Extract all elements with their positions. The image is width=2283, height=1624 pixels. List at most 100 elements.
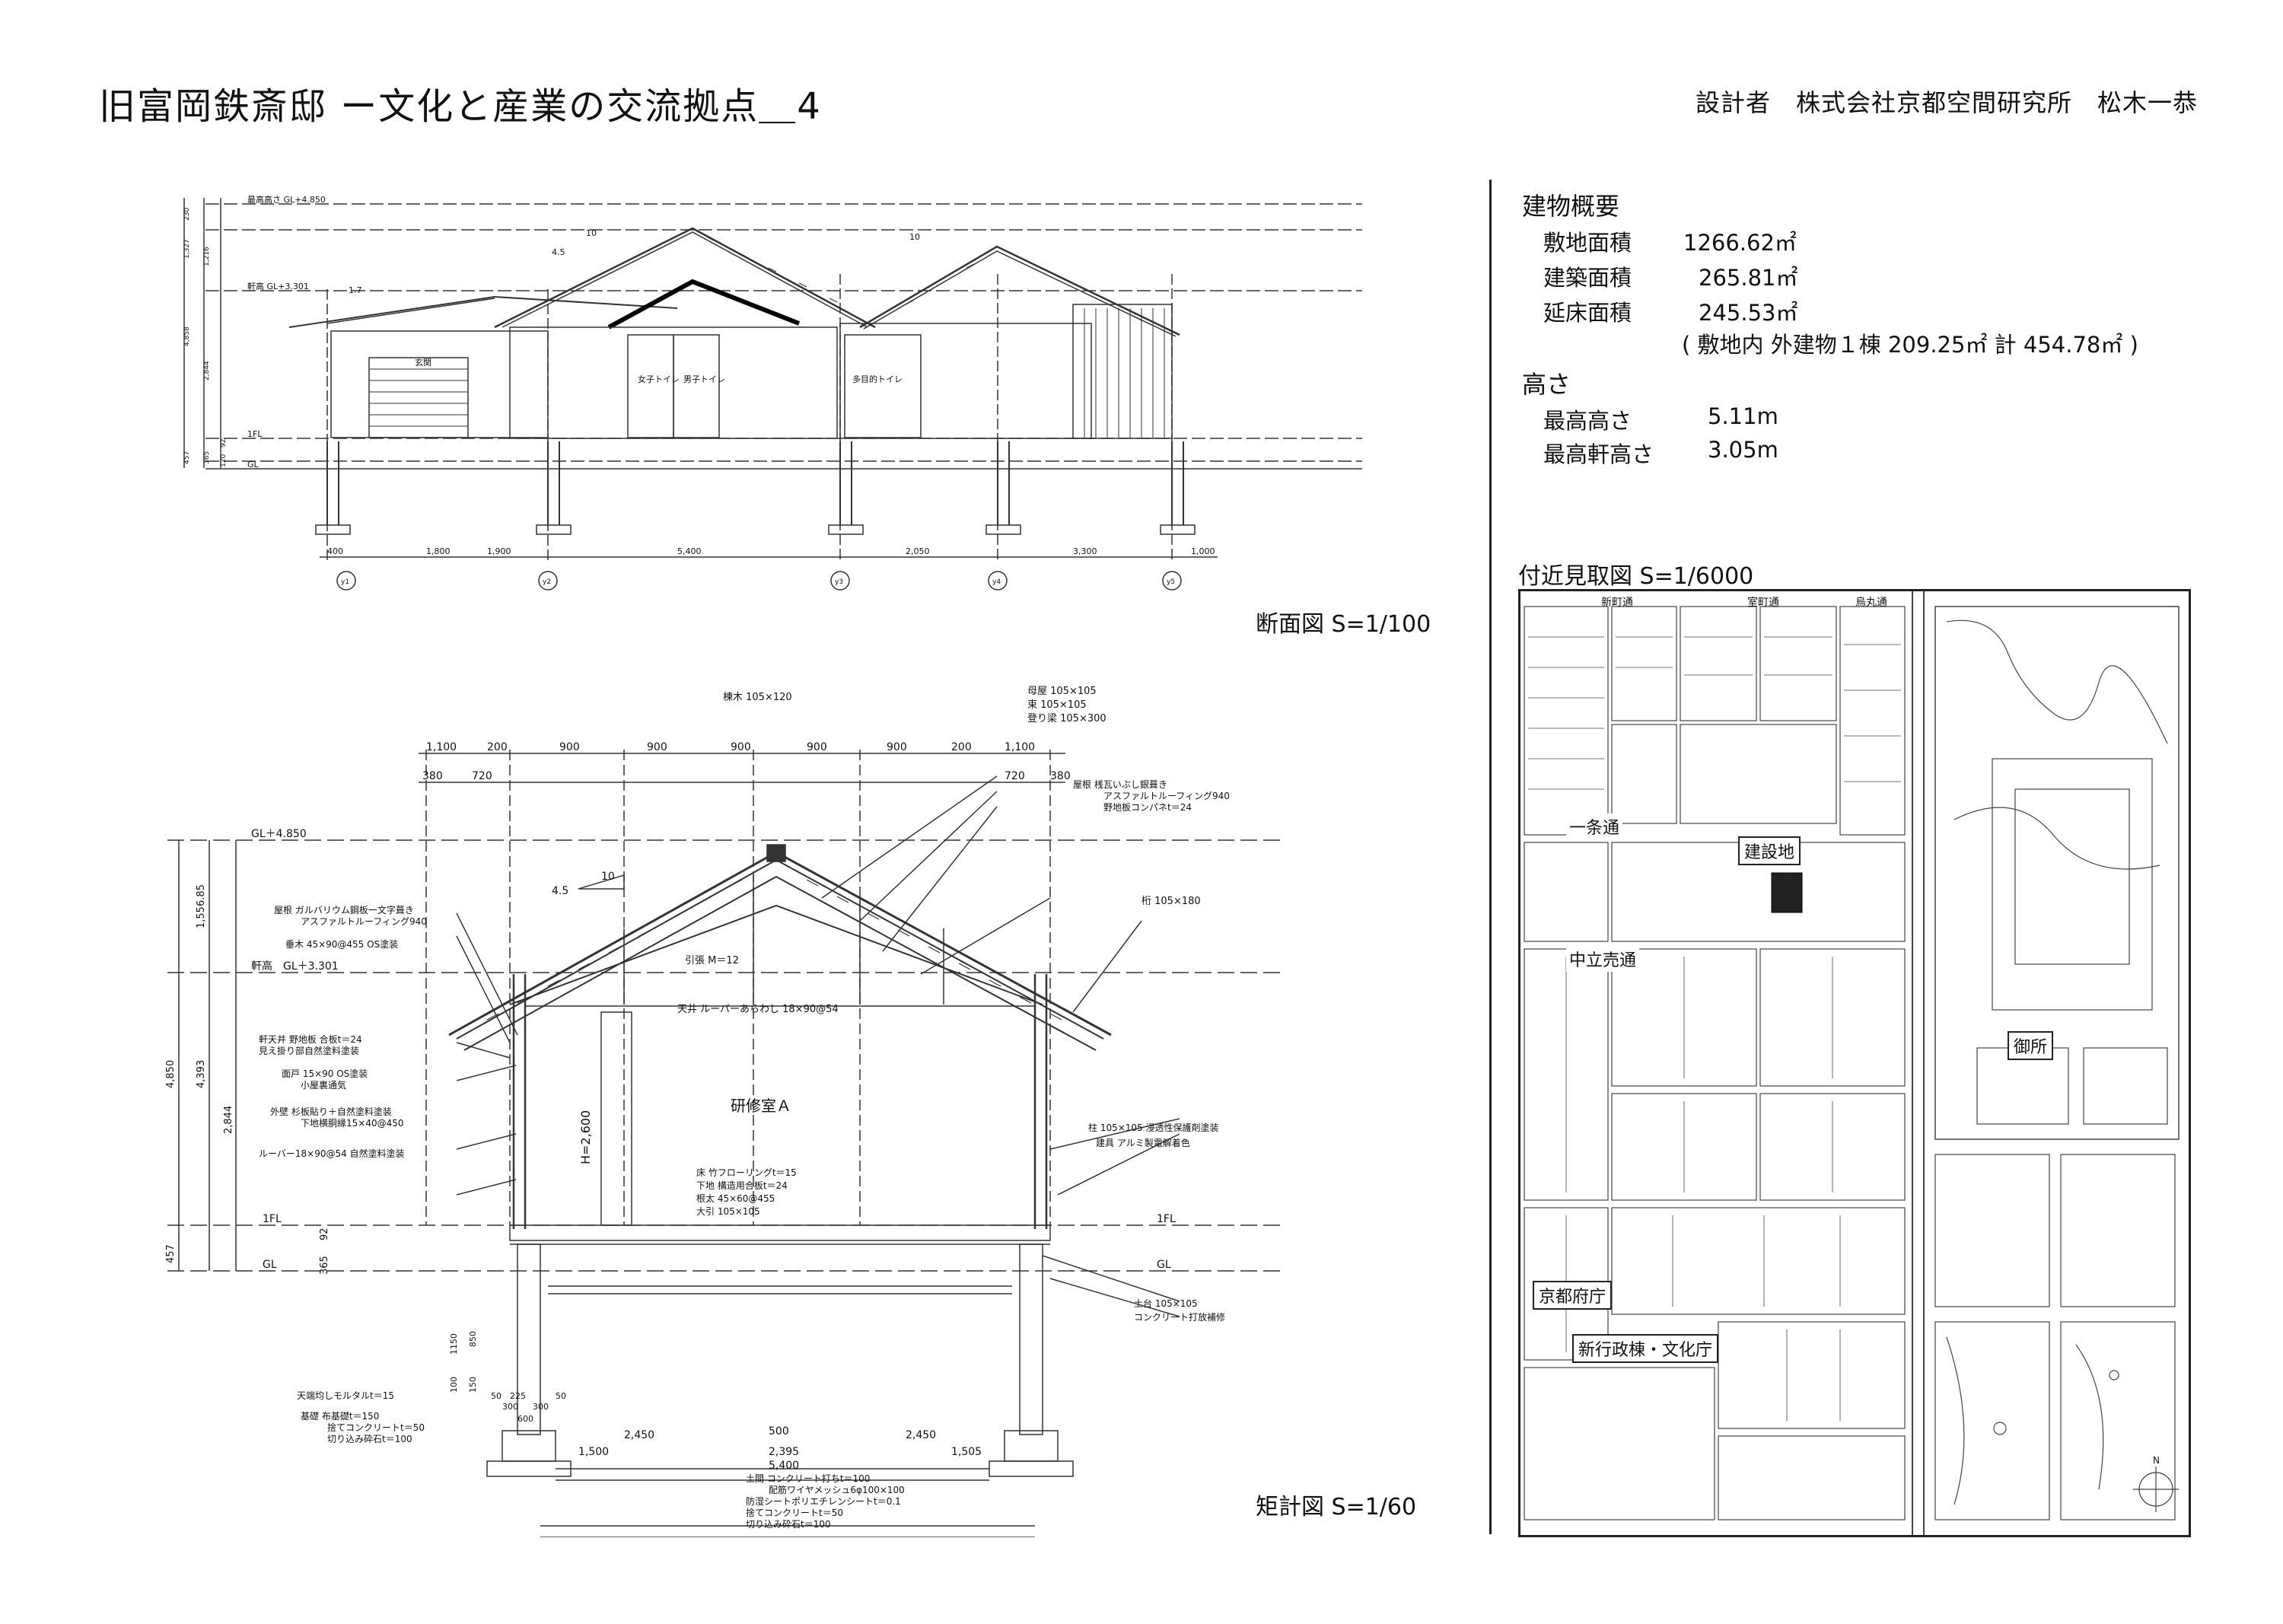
note-bottom-1: 土間 コンクリート打ちt＝100 [746, 1473, 870, 1484]
detail-level-top: GL＋4.850 [251, 828, 307, 840]
label-ichijo: 一条通 [1566, 814, 1623, 839]
detail-top-dim-2: 200 [487, 741, 508, 753]
detail-top-dim-1: 1,100 [426, 741, 457, 753]
detail-vdim-7: 365 [319, 1256, 330, 1275]
detail-top-dim-r2-3: 720 [1005, 770, 1025, 782]
floor-area-label: 延床面積 [1543, 300, 1632, 326]
grid-label-y2: y2 [543, 578, 551, 586]
note-floor-1: 床 竹フローリングt＝15 [696, 1167, 797, 1178]
building-area-label: 建築面積 [1543, 265, 1632, 291]
note-floor-2: 下地 構造用合板t＝24 [696, 1180, 788, 1191]
floor-area-note: ( 敷地内 外建物１棟 209.25㎡ 計 454.78㎡ ) [1682, 332, 2138, 358]
footing-dim-300a: 300 [502, 1402, 518, 1412]
section-vdim-5: 2,844 [203, 361, 211, 381]
section-dim-1: 400 [327, 546, 343, 556]
column-divider [1489, 180, 1492, 1534]
detail-vdim-3: 4,393 [196, 1060, 207, 1088]
section-level-gl: GL [247, 460, 260, 470]
note-roof-board: 野地板コンパネt＝24 [1103, 802, 1192, 813]
grid-label-y4: y4 [992, 578, 1001, 586]
detail-level-eave: 軒高 GL＋3.301 [251, 960, 339, 973]
note-left-5: 見え掛り部自然塗料塗装 [259, 1045, 359, 1056]
note-purlin: 母屋 105×105 [1027, 686, 1097, 697]
room-label-genkan: 玄関 [415, 357, 431, 368]
section-slope-1: 10 [586, 228, 597, 238]
section-vdim-9: 120 [220, 454, 228, 467]
detail-level-gl-right: GL [1157, 1259, 1171, 1271]
note-tension: 引張 M＝12 [685, 955, 739, 966]
label-site: 建設地 [1738, 836, 1801, 865]
max-eave-label: 最高軒高さ [1543, 441, 1654, 467]
note-floor-3: 根太 45×60@455 [696, 1193, 775, 1204]
footing-dim-50b: 50 [556, 1391, 566, 1401]
detail-bottom-dim-3: 2,450 [906, 1429, 936, 1441]
footing-dim-600: 600 [517, 1414, 533, 1424]
map-caption: 付近見取図 S=1/6000 [1518, 563, 1754, 590]
section-vdim-3: 1,216 [203, 247, 211, 266]
footing-dim-1150: 1150 [449, 1333, 459, 1355]
detail-top-dim-3: 900 [559, 741, 580, 753]
note-left-12: 基礎 布基礎t＝150 [301, 1411, 379, 1422]
section-vdim-8: 365 [203, 451, 211, 464]
room-label-women: 女子トイレ [638, 374, 680, 384]
section-slope-4: 1.7 [349, 285, 362, 295]
footing-dim-300b: 300 [533, 1402, 549, 1412]
note-left-6: 面戸 15×90 OS塗装 [282, 1068, 368, 1079]
room-label-men: 男子トイレ [683, 374, 725, 384]
section-drawing: 最高高さ GL+4.850 軒高 GL+3.301 1FL GL 10 4.5 … [183, 194, 1362, 591]
note-left-9: 下地横胴縁15×40@450 [301, 1117, 404, 1129]
detail-top-dim-4: 900 [647, 741, 667, 753]
section-level-1fl: 1FL [247, 429, 263, 439]
site-area-value: 1266.62㎡ [1683, 230, 1797, 256]
section-dim-2: 1,800 [426, 546, 451, 556]
designer-credit: 設計者 株式会社京都空間研究所 松木一恭 [1695, 88, 2198, 117]
section-dim-6: 3,300 [1073, 546, 1097, 556]
footing-dim-100: 100 [449, 1377, 459, 1393]
section-vdim-4: 4,858 [183, 326, 191, 346]
map-base: N [1524, 591, 2180, 1535]
site-marker [1771, 872, 1803, 913]
room-label-multi: 多目的トイレ [852, 374, 903, 384]
page-title: 旧富岡鉄斎邸 ー文化と産業の交流拠点＿4 [99, 85, 822, 128]
detail-vdim-4: 2,844 [223, 1106, 234, 1134]
detail-vdim-5: 457 [165, 1244, 177, 1263]
section-vdim-6: 457 [183, 451, 191, 464]
note-roof-tile: 屋根 桟瓦いぶし銀葺き [1073, 779, 1167, 790]
section-dim-3: 1,900 [487, 546, 511, 556]
detail-vdim-1: 1,556.85 [196, 884, 207, 928]
label-nakadachiuri: 中立売通 [1566, 946, 1640, 972]
footing-dim-225: 225 [510, 1391, 526, 1401]
max-height-label: 最高高さ [1543, 408, 1632, 434]
section-level-top: 最高高さ GL+4.850 [247, 194, 326, 205]
street-shinmachi: 新町通 [1601, 597, 1633, 609]
section-level-eave: 軒高 GL+3.301 [247, 281, 309, 291]
section-slope-2: 4.5 [552, 247, 565, 257]
site-area-label: 敷地面積 [1543, 230, 1632, 256]
section-vdim-7: 92 [220, 439, 228, 447]
note-roof-felt: アスファルトルーフィング940 [1103, 791, 1230, 801]
max-eave-value: 3.05m [1708, 437, 1778, 463]
note-left-7: 小屋裏通気 [301, 1079, 346, 1091]
note-left-14: 切り込み砕石t＝100 [327, 1433, 412, 1444]
note-floor-4: 大引 105×105 [696, 1206, 760, 1217]
detail-drawing: 10 4.5 棟木 105×120 母屋 105×105 束 105×105 登… [165, 686, 1286, 1537]
detail-bottom-dim-7: 5,400 [769, 1460, 799, 1472]
detail-bottom-dim-2: 500 [769, 1425, 789, 1438]
detail-vdim-2: 4,850 [165, 1060, 177, 1088]
street-karasuma: 烏丸通 [1855, 597, 1887, 609]
section-dim-4: 5,400 [677, 546, 702, 556]
label-kyoto-pref: 京都府庁 [1533, 1281, 1613, 1310]
detail-top-dim-6: 900 [807, 741, 827, 753]
detail-bottom-dim-6: 1,505 [951, 1446, 982, 1458]
footing-dim-50a: 50 [491, 1391, 501, 1401]
location-map: N 新町通 室町通 烏丸通 一条通 建設地 中立売通 御所 京都府庁 新行政棟・… [1518, 589, 2191, 1537]
note-left-4: 軒天井 野地板 合板t＝24 [259, 1033, 362, 1045]
note-sill: 土台 105×105 [1134, 1298, 1198, 1309]
label-gosho: 御所 [2008, 1031, 2054, 1060]
detail-slope-rise: 4.5 [552, 885, 568, 897]
section-caption: 断面図 S=1/100 [1256, 611, 1431, 638]
note-left-10: ルーバー18×90@54 自然塗料塗装 [259, 1148, 405, 1159]
footing-dim-150: 150 [468, 1377, 478, 1393]
detail-top-dim-r2-1: 380 [422, 770, 443, 782]
section-vdim-2: 1,327 [183, 239, 191, 259]
